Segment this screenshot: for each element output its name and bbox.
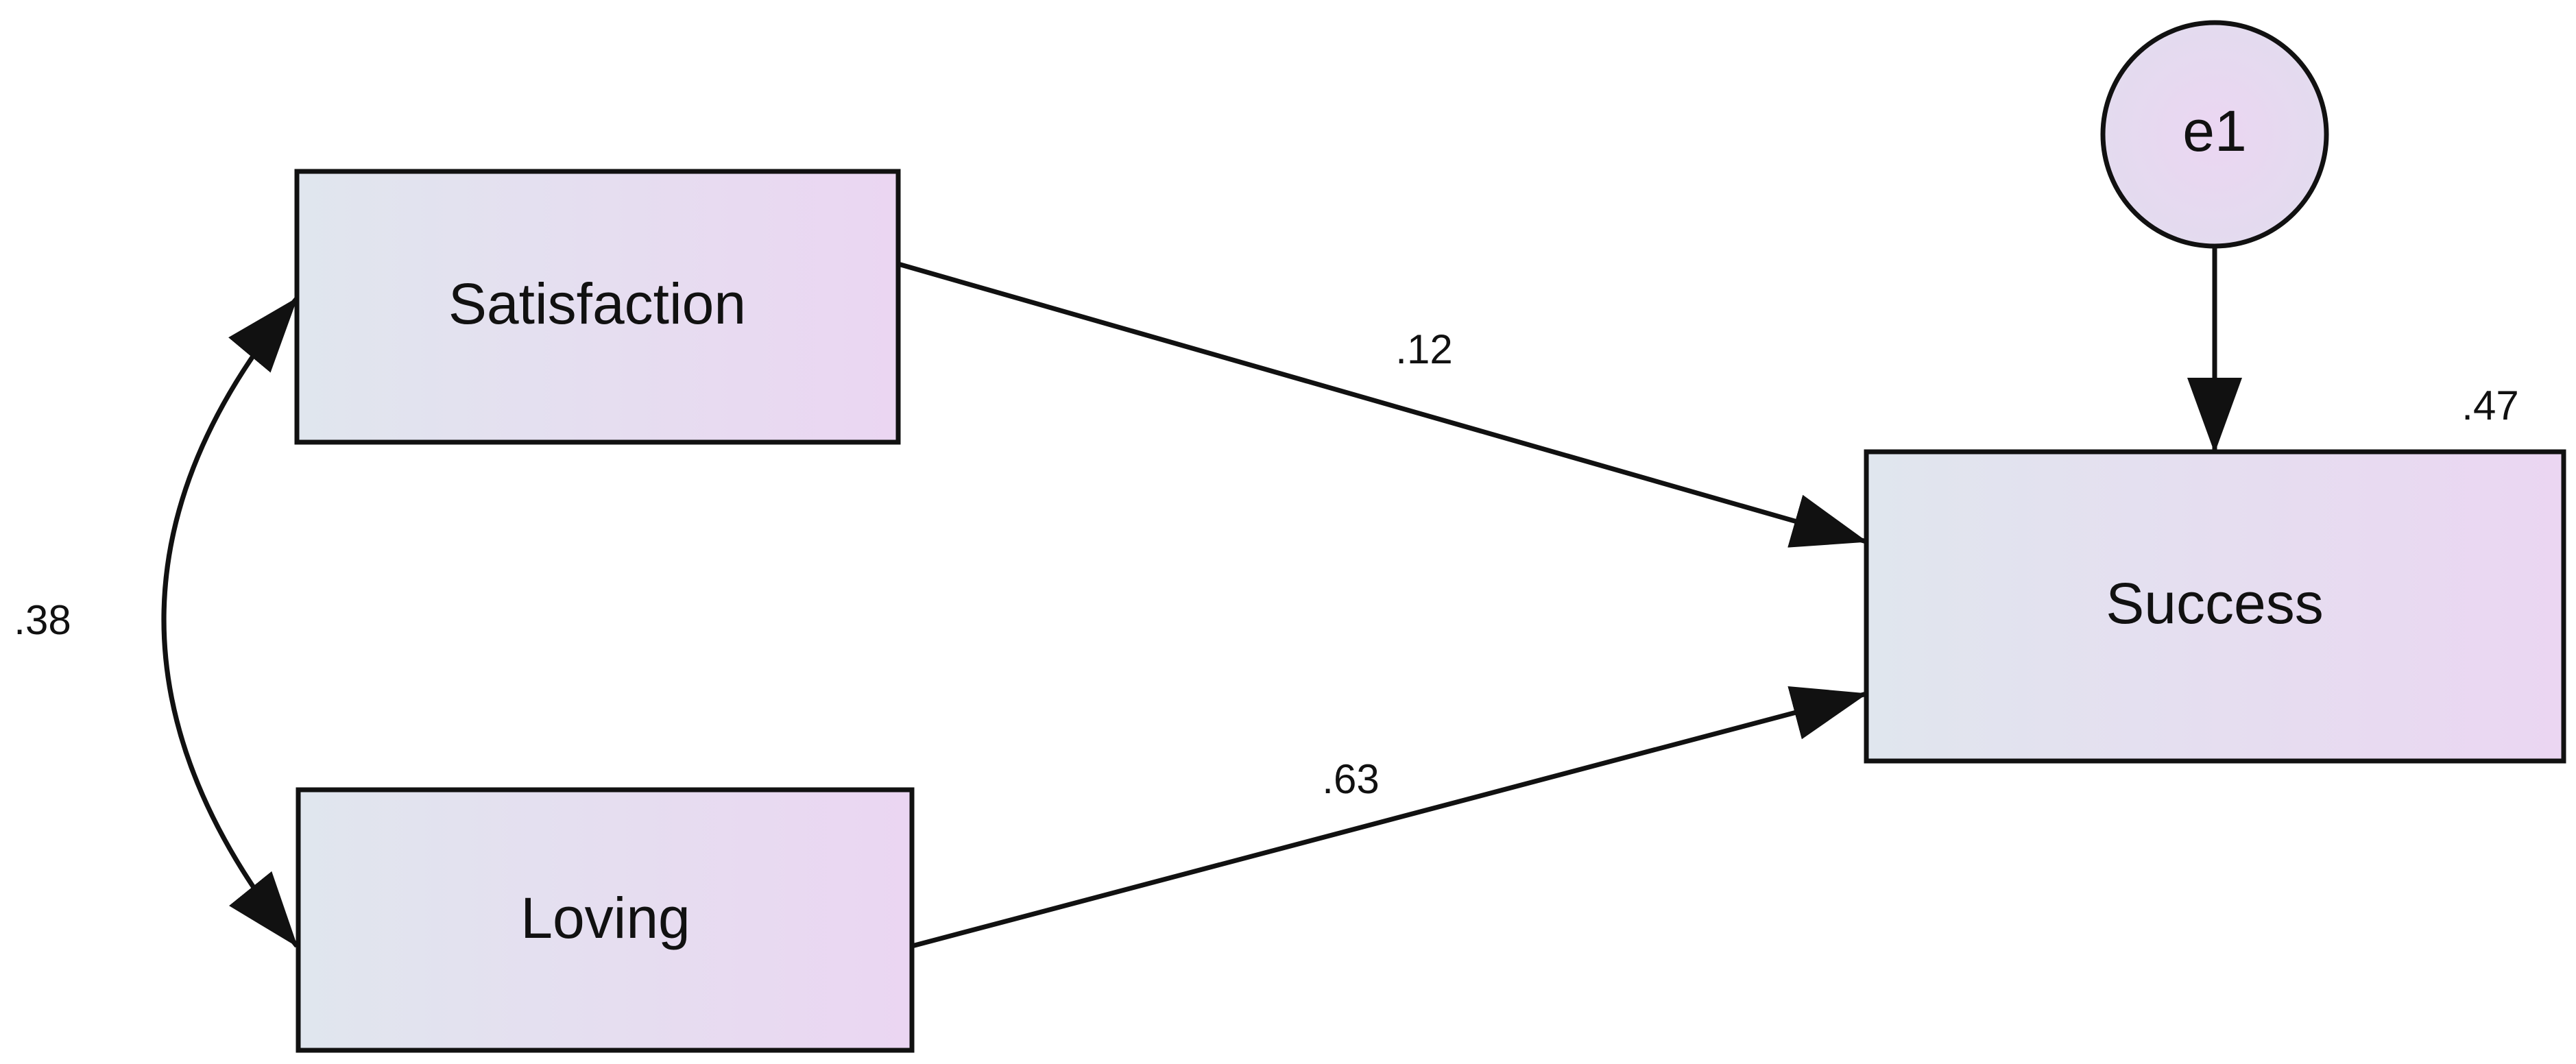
coef-satisfaction-success: .12 [1395, 326, 1452, 372]
path-satisfaction-to-success [898, 261, 1868, 548]
r-squared-success: .47 [2461, 383, 2518, 428]
path-covariance-satisfaction-loving [161, 296, 299, 948]
e1-label: e1 [2182, 99, 2246, 163]
success-label: Success [2106, 571, 2323, 636]
satisfaction-box [294, 169, 901, 445]
coef-loving-success: .63 [1322, 756, 1379, 802]
loving-box [296, 787, 915, 1053]
coef-covariance: .38 [14, 597, 71, 643]
node-e1: e1 [2100, 20, 2329, 249]
path-loving-to-success [911, 686, 1868, 949]
satisfaction-label: Satisfaction [448, 271, 746, 336]
loving-label: Loving [520, 886, 690, 950]
node-success: Success [1864, 449, 2566, 764]
node-satisfaction: Satisfaction [294, 169, 901, 445]
node-loving: Loving [296, 787, 915, 1053]
